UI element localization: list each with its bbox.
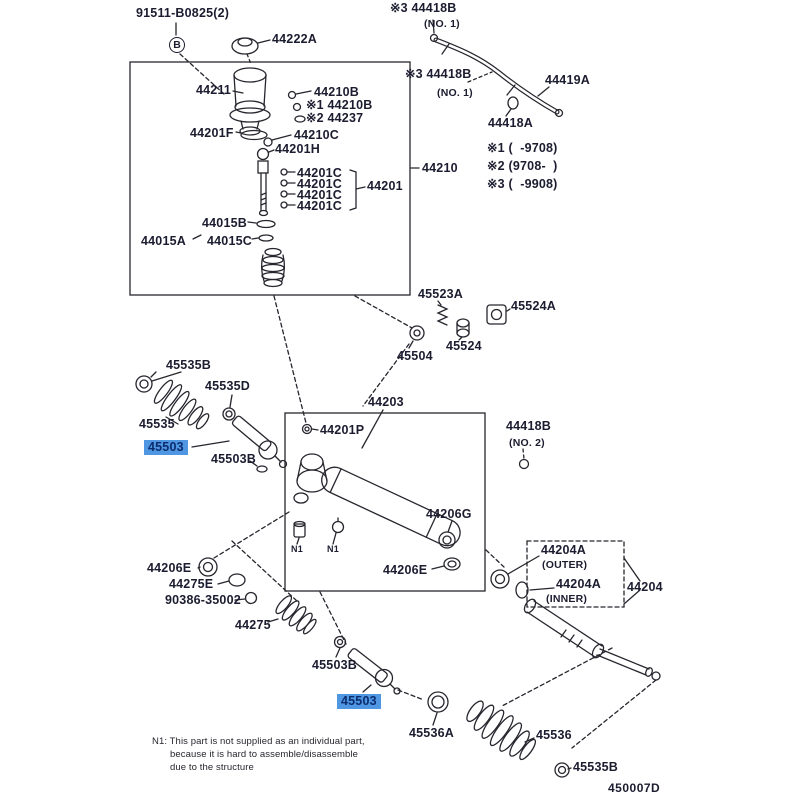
left-boot-drawing xyxy=(135,371,288,473)
callout-b[interactable]: B xyxy=(169,37,185,53)
part-label-90386-35002[interactable]: 90386-35002 xyxy=(165,593,241,607)
part-label-91511-B0825(2)[interactable]: 91511-B0825(2) xyxy=(136,6,230,20)
part-label-(NO1): (NO. 1) xyxy=(424,18,460,30)
mid-small-parts-drawing xyxy=(362,300,511,407)
part-label-44210B[interactable]: 44210B xyxy=(314,85,359,99)
part-label-44419A[interactable]: 44419A xyxy=(545,73,590,87)
part-label-44204A[interactable]: 44204A xyxy=(556,577,601,591)
lower-left-chain-drawing xyxy=(197,511,317,635)
part-label-44210C[interactable]: 44210C xyxy=(294,128,339,142)
part-label-45535D[interactable]: 45535D xyxy=(205,379,250,393)
bottom-cluster-drawing xyxy=(319,591,657,778)
n1-marker: N1 xyxy=(291,544,303,554)
footnote-line-2: because it is hard to assemble/disassemb… xyxy=(170,749,358,760)
part-label-44204[interactable]: 44204 xyxy=(627,580,663,594)
part-label-1(-9708): ※1 ( -9708) xyxy=(487,141,558,155)
part-label-44206E[interactable]: 44206E xyxy=(383,563,428,577)
footnote-line-1: N1: This part is not supplied as an indi… xyxy=(152,736,365,747)
part-label-45524A[interactable]: 45524A xyxy=(511,299,556,313)
diagram-code: 450007D xyxy=(608,781,661,795)
part-label-344418B[interactable]: ※3 44418B xyxy=(405,67,472,81)
part-label-45503B[interactable]: 45503B xyxy=(211,452,256,466)
part-label-(NO2): (NO. 2) xyxy=(509,437,545,449)
part-label-44211[interactable]: 44211 xyxy=(196,83,232,97)
rack-housing-box xyxy=(284,412,486,592)
part-label-44206G[interactable]: 44206G xyxy=(426,507,472,521)
footnote-line-3: due to the structure xyxy=(170,762,254,773)
part-label-2(9708-): ※2 (9708- ) xyxy=(487,159,558,173)
part-label-45535B[interactable]: 45535B xyxy=(166,358,211,372)
part-label-44201C[interactable]: 44201C xyxy=(297,188,342,202)
part-label-45503B[interactable]: 45503B xyxy=(312,658,357,672)
rack-housing-drawing xyxy=(293,409,530,571)
part-label-44201H[interactable]: 44201H xyxy=(275,142,320,156)
part-label-44015B[interactable]: 44015B xyxy=(202,216,247,230)
part-label-44222A[interactable]: 44222A xyxy=(272,32,317,46)
part-label-44201F[interactable]: 44201F xyxy=(190,126,234,140)
part-label-45524[interactable]: 45524 xyxy=(446,339,482,353)
part-label-44015C[interactable]: 44015C xyxy=(207,234,252,248)
part-label-45503-highlighted-2[interactable]: 45503 xyxy=(337,694,381,710)
part-label-44201C[interactable]: 44201C xyxy=(297,177,342,191)
part-label-44418A[interactable]: 44418A xyxy=(488,116,533,130)
part-label-44206E[interactable]: 44206E xyxy=(147,561,192,575)
part-label-44201C[interactable]: 44201C xyxy=(297,166,342,180)
part-label-44418B[interactable]: 44418B xyxy=(506,419,551,433)
part-label-45504[interactable]: 45504 xyxy=(397,349,433,363)
inner-rod-dashed-box xyxy=(526,540,625,608)
frame-boxes xyxy=(129,61,625,608)
part-label-45503-highlighted[interactable]: 45503 xyxy=(144,440,188,456)
part-label-45523A[interactable]: 45523A xyxy=(418,287,463,301)
part-label-(OUTER): (OUTER) xyxy=(542,559,588,571)
part-label-45535[interactable]: 45535 xyxy=(139,417,175,431)
part-label-3(-9908): ※3 ( -9908) xyxy=(487,177,558,191)
part-label-45536[interactable]: 45536 xyxy=(536,728,572,742)
part-label-244237[interactable]: ※2 44237 xyxy=(306,111,364,125)
part-label-44275[interactable]: 44275 xyxy=(235,618,271,632)
part-label-(INNER): (INNER) xyxy=(546,593,588,605)
part-label-44201P[interactable]: 44201P xyxy=(320,423,365,437)
part-label-44201[interactable]: 44201 xyxy=(367,179,403,193)
pressure-tube-drawing xyxy=(429,19,564,118)
upper-assembly-box xyxy=(129,61,411,296)
valve-housing-drawing xyxy=(192,67,420,424)
part-label-44210[interactable]: 44210 xyxy=(422,161,458,175)
part-label-(NO1): (NO. 1) xyxy=(437,87,473,99)
part-label-45536A[interactable]: 45536A xyxy=(409,726,454,740)
part-label-44204A[interactable]: 44204A xyxy=(541,543,586,557)
part-label-44201C[interactable]: 44201C xyxy=(297,199,342,213)
n1-marker: N1 xyxy=(327,544,339,554)
part-label-344418B[interactable]: ※3 44418B xyxy=(390,1,457,15)
bolt-callout-drawing xyxy=(175,22,271,95)
part-label-45535B[interactable]: 45535B xyxy=(573,760,618,774)
part-label-44275E[interactable]: 44275E xyxy=(169,577,214,591)
part-label-44203[interactable]: 44203 xyxy=(368,395,404,409)
part-label-44015A[interactable]: 44015A xyxy=(141,234,186,248)
part-label-144210B[interactable]: ※1 44210B xyxy=(306,98,373,112)
